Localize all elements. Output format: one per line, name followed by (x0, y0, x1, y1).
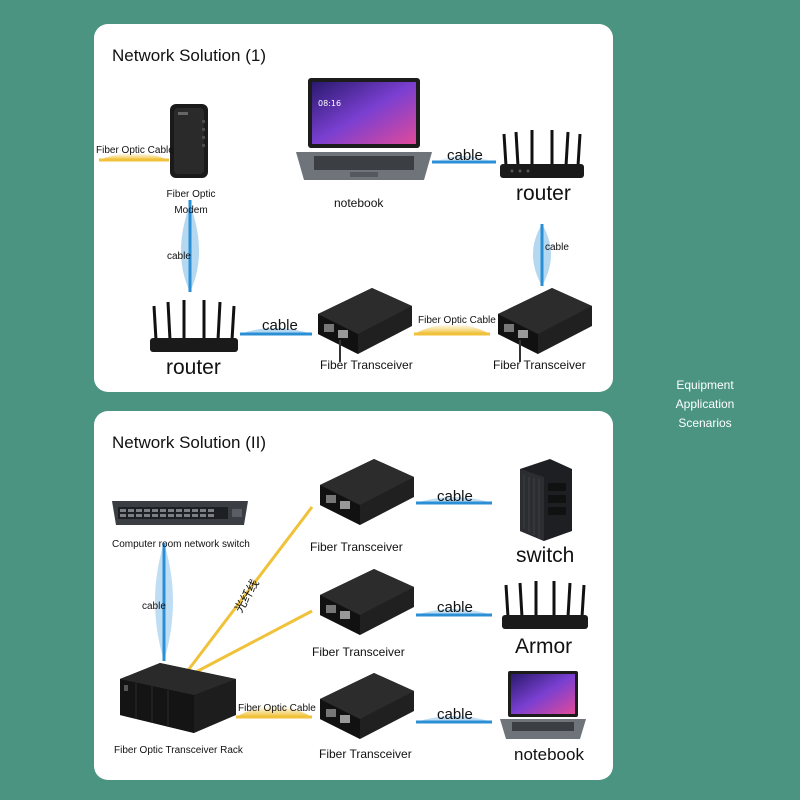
label-end-2: Armor (515, 635, 573, 658)
label-cable-bottom: cable (262, 317, 298, 334)
label-notebook: notebook (334, 196, 384, 210)
label-cable-left: cable (167, 251, 191, 262)
router-device-top (500, 130, 584, 178)
network-solution-2-panel: Network Solution (II) (94, 411, 613, 780)
label-end-3: notebook (514, 745, 584, 764)
label-cable-top: cable (447, 147, 483, 164)
label-fiber-cable-mid: Fiber Optic Cable (418, 315, 496, 326)
fiber-transceiver-device-1 (320, 459, 414, 525)
label-switch: Computer room network switch (112, 539, 250, 550)
fiber-line-modem (99, 153, 169, 160)
label-cable-2: cable (437, 599, 473, 616)
fiber-transceiver-device-a (318, 288, 412, 362)
side-caption: Equipment Application Scenarios (660, 376, 750, 433)
label-fiber-cable-modem: Fiber Optic Cable (96, 145, 174, 156)
fiber-transceiver-device-3 (320, 673, 414, 739)
fiber-line-rack-t1 (184, 506, 314, 674)
side-caption-line: Application (675, 397, 735, 411)
label-transceiver-3: Fiber Transceiver (319, 747, 412, 761)
fiber-transceiver-device-2 (320, 569, 414, 635)
label-fiber-cable: Fiber Optic Cable (238, 703, 316, 714)
notebook-device-2 (500, 671, 586, 739)
notebook-device: 08:16 (296, 78, 432, 180)
router-device-armor (502, 581, 588, 629)
router-device-bottom (150, 300, 238, 352)
label-end-1: switch (516, 544, 575, 567)
fiber-line-rack-t2 (193, 609, 313, 675)
fiber-line-transceivers (414, 324, 490, 334)
label-cable-3: cable (437, 706, 473, 723)
label-cable-1: cable (437, 488, 473, 505)
industrial-switch-device (520, 459, 572, 541)
side-caption-line: Equipment (676, 378, 734, 392)
label-transceiver-2: Fiber Transceiver (312, 645, 405, 659)
label-cable-left: cable (142, 601, 166, 612)
fiber-line-rack-t3 (236, 706, 312, 717)
fiber-transceiver-device-b (498, 288, 592, 362)
panel-title: Network Solution (II) (112, 433, 266, 452)
connector-lines (155, 497, 492, 724)
network-solution-1-panel: Network Solution (1) 08:16 (94, 24, 613, 392)
network-switch-device (112, 501, 248, 525)
transceiver-rack-device (120, 663, 236, 733)
label-transceiver-b: Fiber Transceiver (493, 358, 586, 372)
connector-lines (99, 153, 551, 336)
fiber-modem-device (170, 104, 208, 178)
label-router-bottom: router (166, 356, 221, 379)
side-caption-line: Scenarios (678, 416, 732, 430)
panel-title: Network Solution (1) (112, 46, 267, 65)
svg-text:08:16: 08:16 (318, 99, 341, 108)
label-transceiver-1: Fiber Transceiver (310, 540, 403, 554)
label-cable-right: cable (545, 242, 569, 253)
label-modem: Fiber Optic Modem (166, 189, 216, 216)
label-transceiver-a: Fiber Transceiver (320, 358, 413, 372)
label-router-top: router (516, 182, 571, 205)
label-rack: Fiber Optic Transceiver Rack (114, 745, 243, 756)
